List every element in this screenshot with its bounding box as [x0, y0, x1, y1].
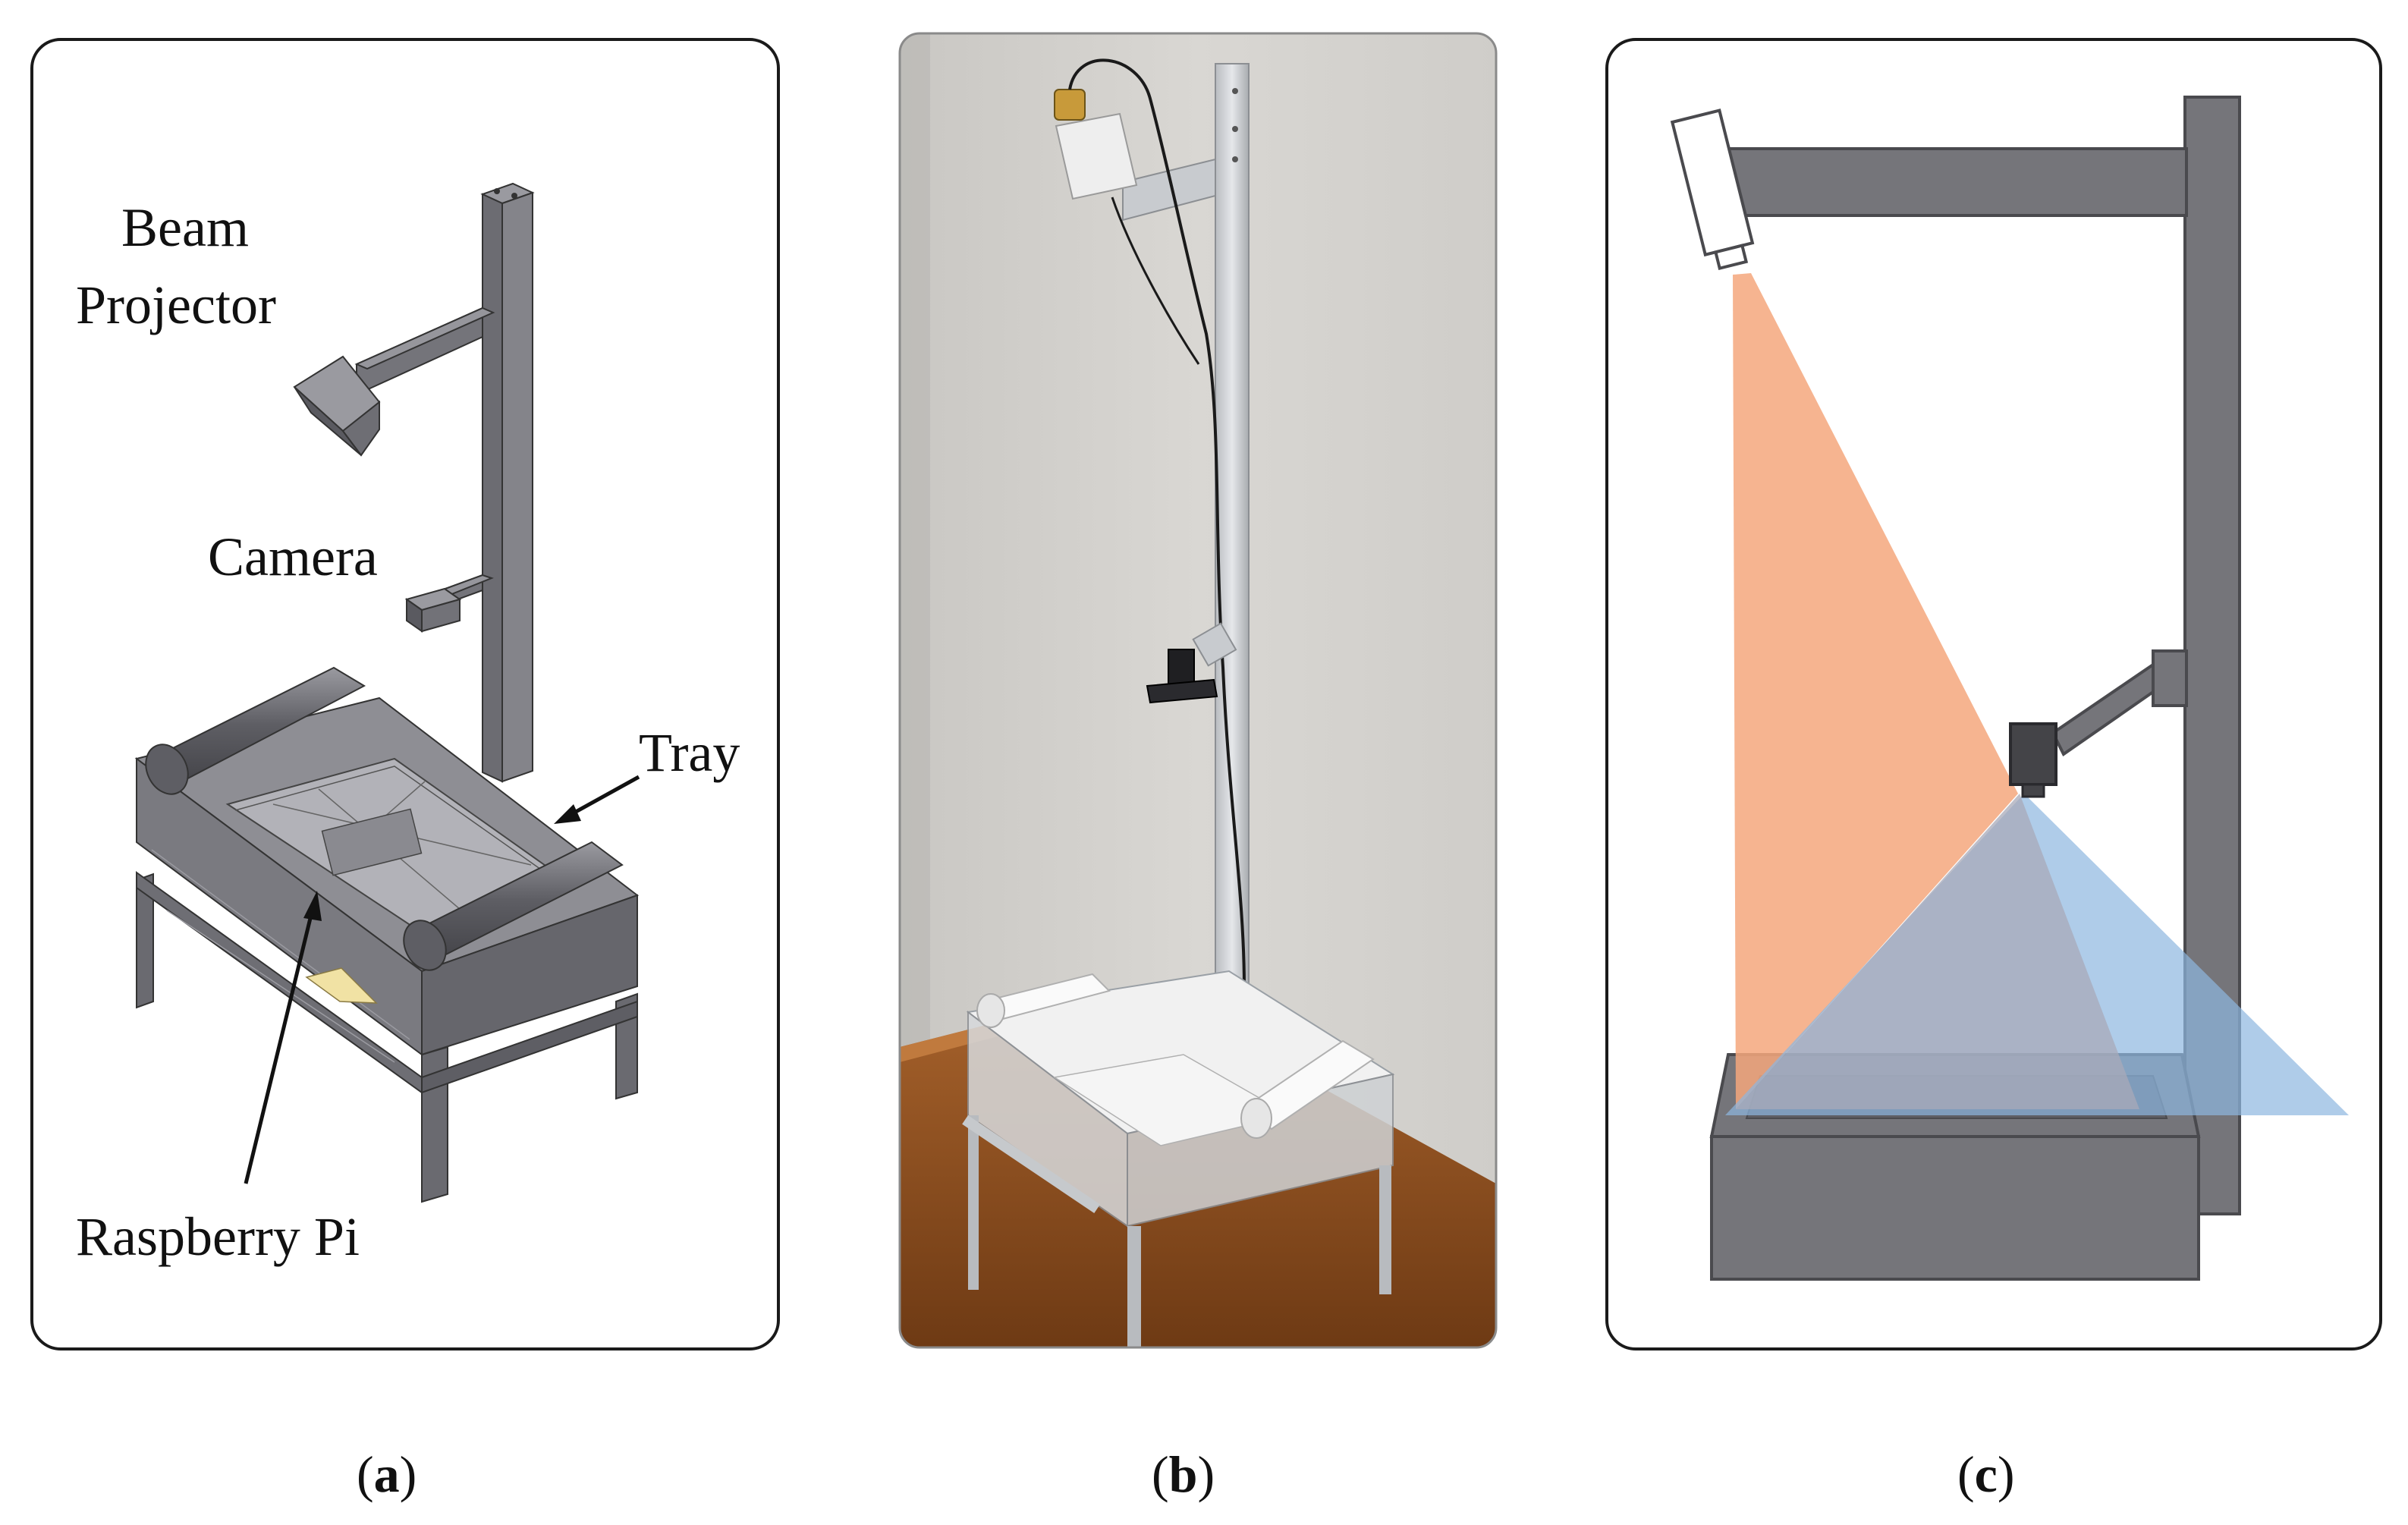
projector-beam [1733, 273, 2018, 1109]
label-tray: Tray [639, 722, 740, 783]
photo-camera-icon [1146, 622, 1237, 704]
captions: (a) (b) (c) [357, 1445, 2015, 1503]
caption-a-letter: a [374, 1445, 400, 1503]
overlap-region [1736, 794, 2139, 1109]
label-raspberry-pi: Raspberry Pi [76, 1206, 360, 1267]
caption-b: (b) [1152, 1445, 1215, 1503]
caption-b-letter: b [1169, 1445, 1198, 1503]
cad-roller-right [403, 841, 624, 971]
label-beam: Beam [121, 197, 249, 258]
schematic-camera-arm [2051, 662, 2155, 756]
panel-c [1605, 38, 2382, 1350]
photo-scene [900, 33, 1496, 1347]
cad-vertical-post [480, 182, 535, 783]
photo-projector-icon [1054, 89, 1138, 200]
caption-c-letter: c [1975, 1445, 1998, 1503]
caption-a: (a) [357, 1445, 417, 1503]
photo-cable [1068, 58, 1246, 987]
schematic-box [1710, 1135, 2200, 1281]
photo-roller-left [976, 973, 1111, 1028]
tray-arrow [554, 775, 640, 824]
cad-projector-arm [354, 307, 495, 396]
camera-icon [404, 587, 462, 633]
projector-icon-schematic [1670, 108, 1755, 271]
panel-a: Beam Projector Camera Tray Raspberry Pi [30, 38, 780, 1350]
photo-roller-right [1240, 1039, 1375, 1139]
label-camera: Camera [208, 527, 378, 587]
caption-c: (c) [1957, 1445, 2015, 1503]
schematic-camera-mount [2152, 649, 2188, 707]
raspberry-pi-arrow [244, 891, 322, 1184]
camera-icon-schematic [2009, 722, 2057, 798]
panel-b-frame [898, 32, 1498, 1349]
photo-rail [1215, 63, 1250, 990]
projector-icon [293, 355, 381, 457]
cad-roller-left [145, 666, 366, 795]
schematic-top-arm [1712, 147, 2188, 217]
label-projector: Projector [76, 275, 276, 335]
panel-b [898, 32, 1498, 1349]
